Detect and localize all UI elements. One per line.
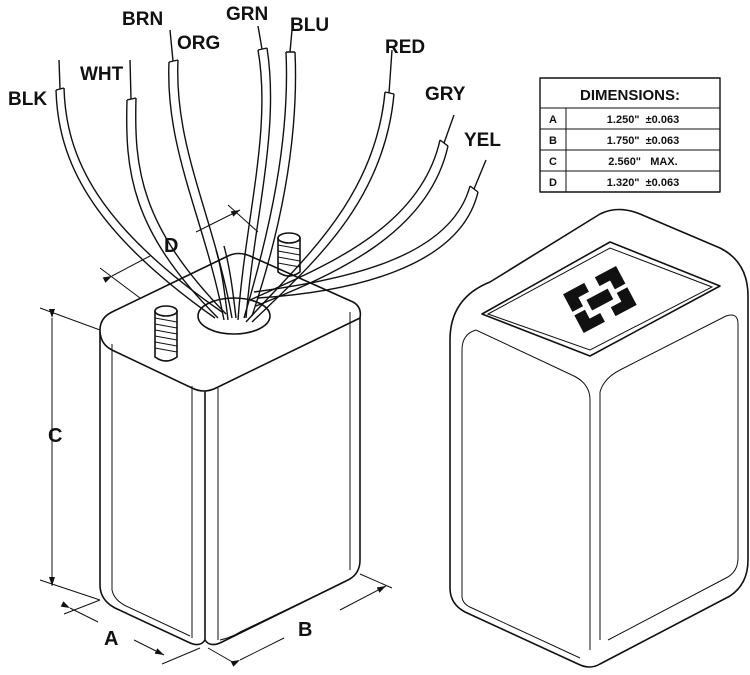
wire-label-yel: YEL — [464, 130, 501, 151]
dimension-label-a: A — [104, 628, 118, 650]
wire-label-brn: BRN — [122, 9, 163, 30]
wire-label-gry: GRY — [425, 84, 466, 105]
dimensions-row-key: C — [549, 156, 557, 168]
dimensions-row-value: 2.560" MAX. — [608, 156, 677, 168]
dimensions-row-value: 1.320" ±0.063 — [607, 177, 679, 189]
dimension-label-b: B — [298, 619, 312, 641]
dimension-label-d: D — [164, 235, 178, 257]
dimensions-row-value: 1.750" ±0.063 — [607, 135, 679, 147]
dimensions-table-title: DIMENSIONS: — [580, 87, 680, 104]
dimensions-row-value: 1.250" ±0.063 — [607, 114, 679, 126]
interlocking-arrows-logo-icon — [563, 266, 637, 334]
wire-leads — [55, 25, 487, 323]
dimension-d: D — [99, 204, 259, 299]
wire-label-grn: GRN — [226, 4, 268, 25]
wire-label-blu: BLU — [290, 15, 329, 36]
dimension-b: B — [207, 573, 393, 667]
left-transformer-body — [99, 252, 362, 646]
dimensions-table: DIMENSIONS: A 1.250" ±0.063 B 1.750" ±0.… — [539, 77, 721, 193]
wire-label-wht: WHT — [80, 64, 124, 85]
wire-labels: BLK WHT BRN ORG GRN BLU RED GRY YEL — [8, 4, 501, 151]
dimension-a: A — [60, 599, 201, 665]
dimensions-row-key: A — [549, 114, 557, 126]
wire-label-red: RED — [385, 37, 425, 58]
dimension-c: C — [39, 307, 101, 601]
left-stud — [154, 305, 178, 362]
dimension-label-c: C — [48, 425, 62, 447]
wire-label-org: ORG — [177, 33, 220, 54]
dimensions-row-key: B — [549, 135, 557, 147]
wire-label-blk: BLK — [8, 89, 47, 110]
right-transformer-body — [449, 208, 749, 668]
dimensions-row-key: D — [549, 177, 557, 189]
